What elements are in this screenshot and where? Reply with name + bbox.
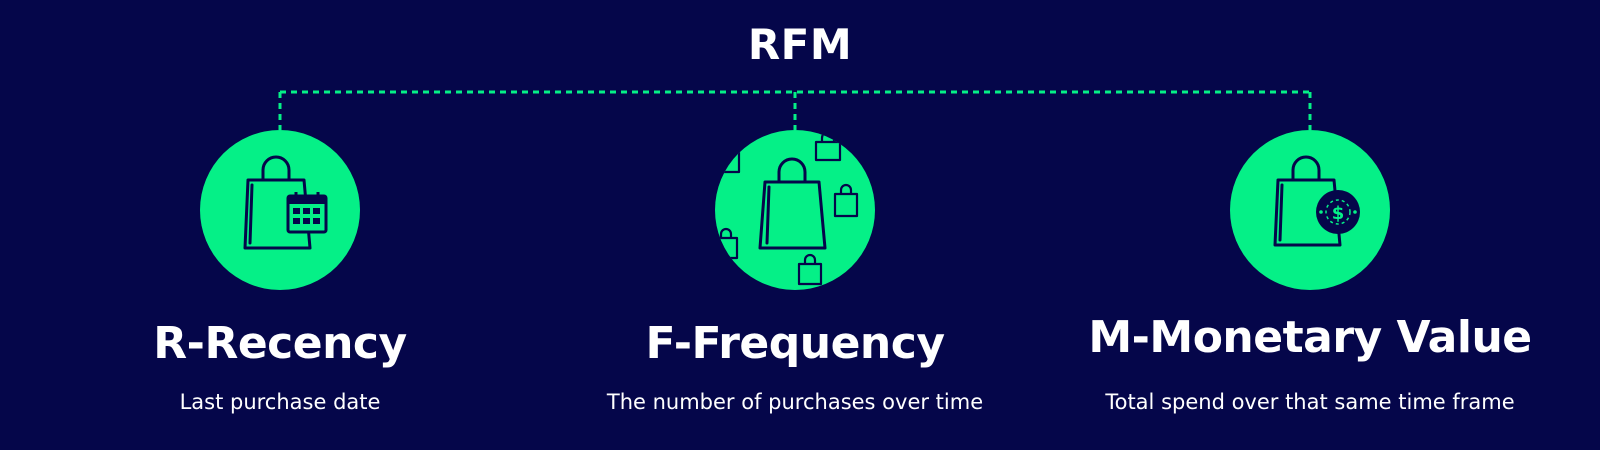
- recency-heading: R-Recency: [153, 318, 407, 369]
- frequency-description: The number of purchases over time: [606, 390, 984, 414]
- diagram-title: RFM: [747, 20, 853, 69]
- shopping-bag-dollar-icon: $: [1273, 155, 1360, 247]
- recency-circle: [200, 130, 360, 290]
- recency-description: Last purchase date: [179, 390, 381, 414]
- monetary-description: Total spend over that same time frame: [1105, 390, 1515, 414]
- frequency-heading: F-Frequency: [645, 318, 946, 369]
- monetary-circle: $: [1230, 130, 1390, 290]
- shopping-bag-calendar-icon: [243, 155, 328, 250]
- monetary-heading: M-Monetary Value: [1088, 312, 1532, 363]
- frequency-circle: [715, 130, 875, 290]
- svg-text:$: $: [1332, 203, 1345, 224]
- multiple-shopping-bags-icon: [715, 130, 859, 286]
